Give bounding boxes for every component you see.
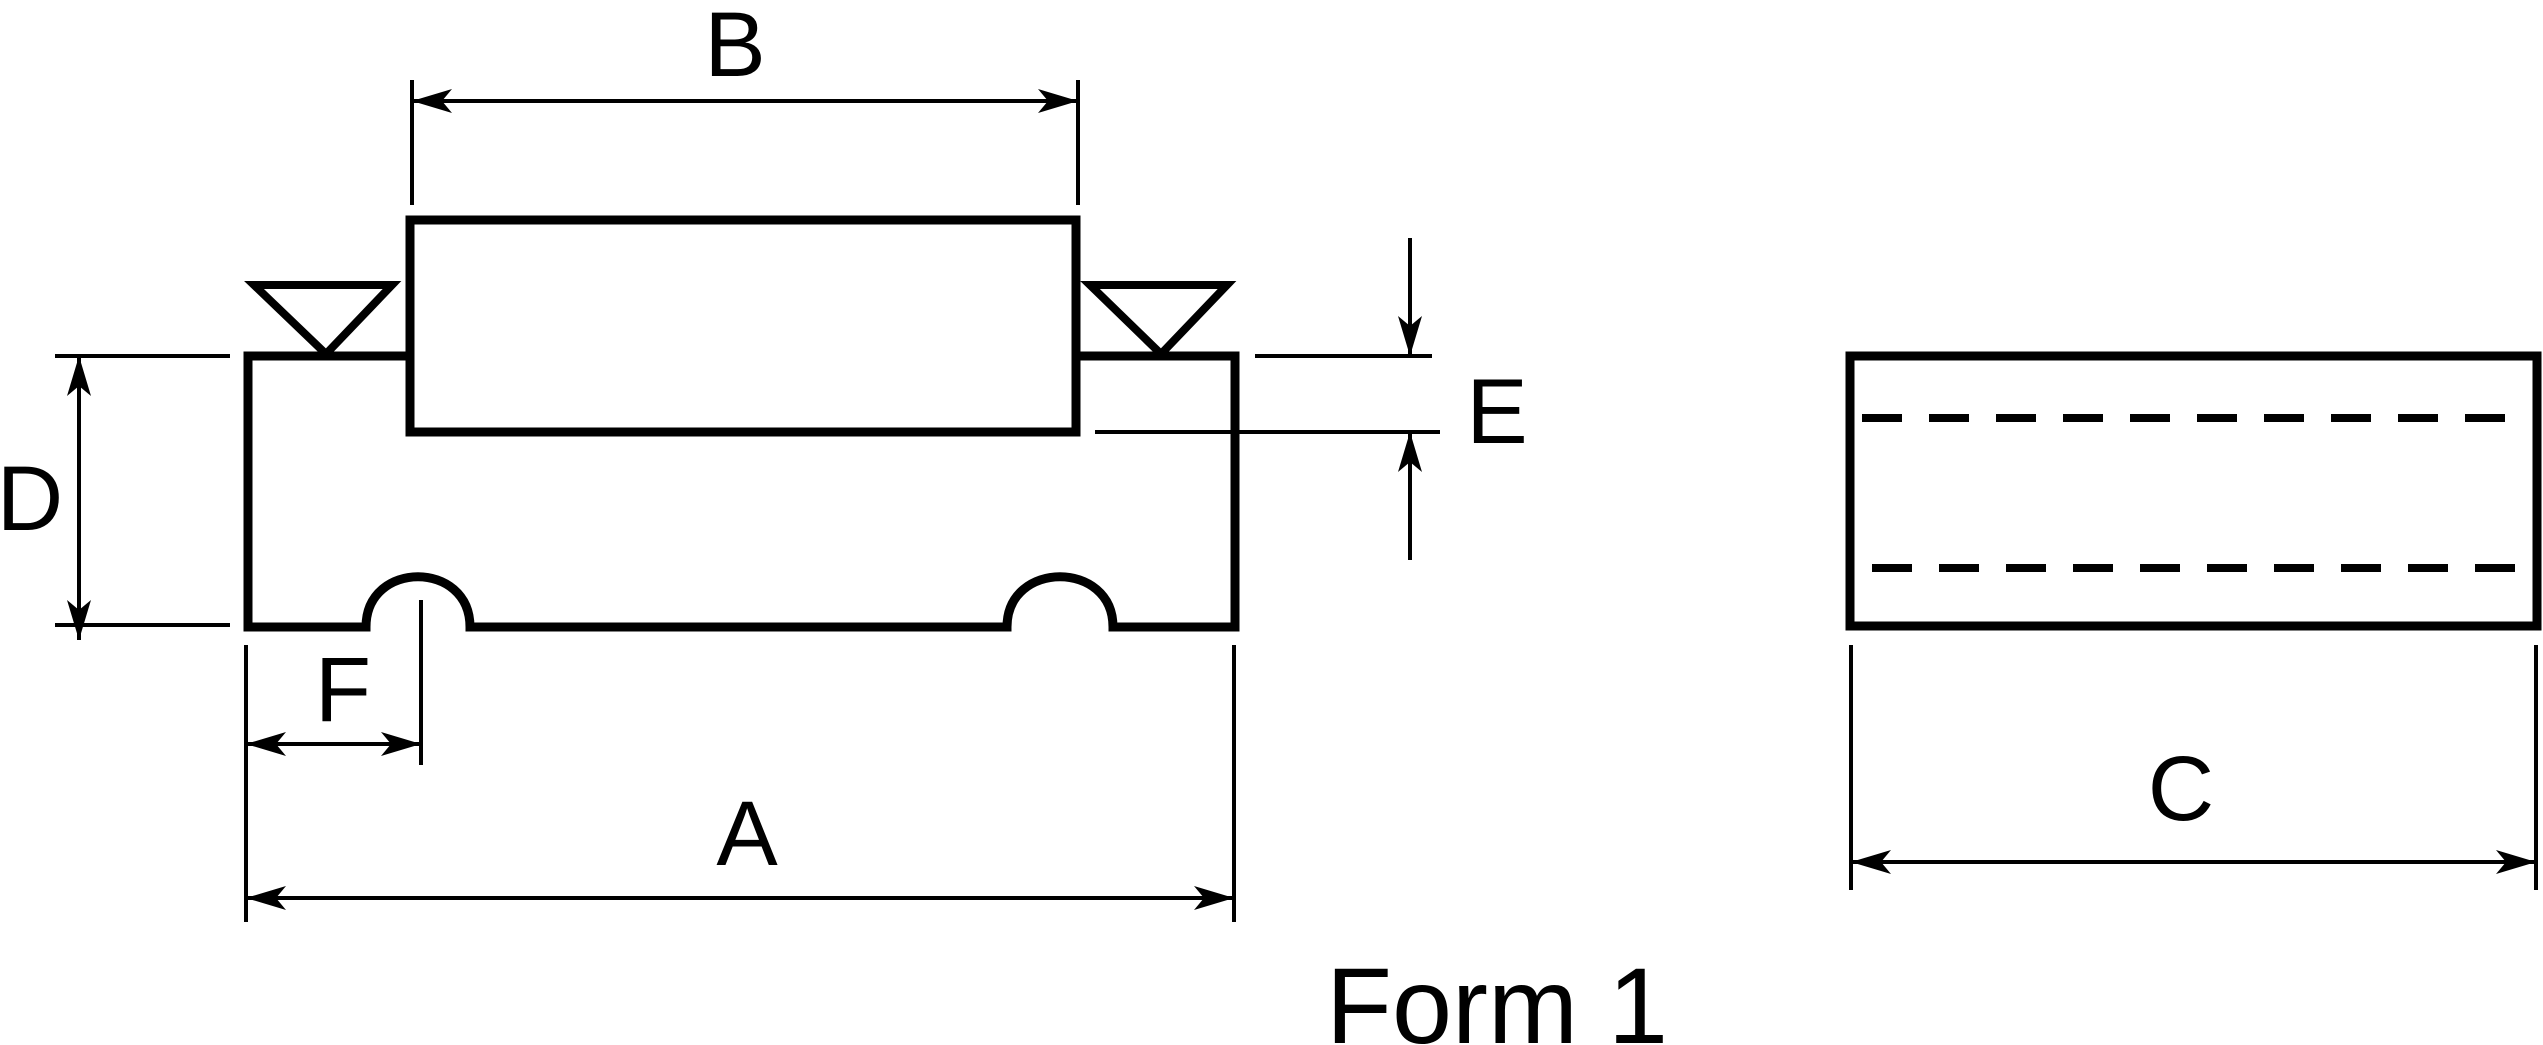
labels: B D E F A C Form 1 [0,0,2214,1045]
label-d: D [0,448,63,550]
top-block [405,215,1081,437]
label-c: C [2148,738,2214,840]
side-block [1845,351,2542,631]
label-b: B [704,0,765,96]
weld-symbol-right [1080,281,1237,360]
base-block-outline [243,351,1240,632]
label-f: F [315,639,371,741]
dimensions-side [1849,645,2538,890]
weld-symbol-left [244,281,402,360]
caption: Form 1 [1326,945,1668,1045]
dimensions-front [55,80,1440,922]
side-view [1845,351,2542,631]
front-view [243,215,1240,632]
label-a: A [716,783,778,885]
label-e: E [1466,361,1527,463]
